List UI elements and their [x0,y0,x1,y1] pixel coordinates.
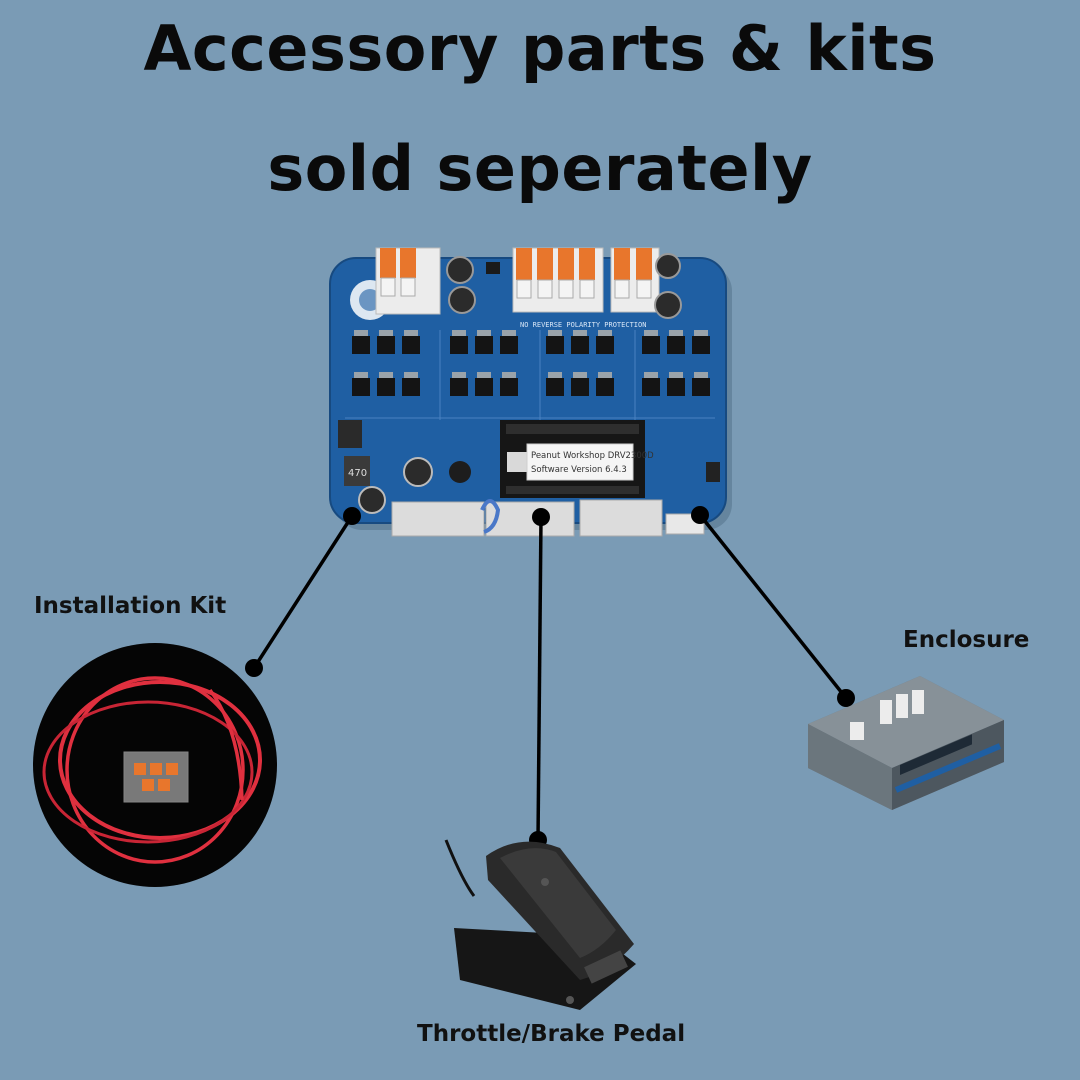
mosfet-array [352,330,710,396]
mosfet-tab [694,330,708,336]
bottom-connectors [391,499,705,537]
mosfet-tab [452,330,466,336]
mosfet [596,336,614,354]
sticker-line-1: Peanut Workshop DRV2300D [531,451,654,461]
mosfet [546,336,564,354]
mosfet-tab [694,372,708,378]
mosfet-tab [502,330,516,336]
mosfet-tab [477,330,491,336]
inductor-label: 470 [348,468,367,479]
label-pedal: Throttle/Brake Pedal [417,1021,686,1047]
mosfet [571,336,589,354]
terminal-block-left [375,247,441,315]
mosfet-tab [379,372,393,378]
mosfet [352,336,370,354]
mosfet [667,378,685,396]
mosfet-tab [477,372,491,378]
terminal-block-center [512,247,604,313]
mosfet-tab [669,330,683,336]
label-enclosure: Enclosure [903,627,1030,653]
mosfet [450,336,468,354]
mosfet [377,336,395,354]
mosfet [402,336,420,354]
mosfet-tab [502,372,516,378]
mosfet-tab [354,372,368,378]
mosfet-tab [644,372,658,378]
mosfet-tab [379,330,393,336]
mosfet [475,336,493,354]
controller-board: NO REVERSE POLARITY PROTECTION [329,247,732,537]
mosfet [596,378,614,396]
mosfet-tab [573,330,587,336]
mosfet [500,378,518,396]
capacitors-top [446,253,682,319]
mosfet [450,378,468,396]
mosfet-tab [452,372,466,378]
mosfet [377,378,395,396]
mosfet-tab [598,372,612,378]
power-components: 470 [338,420,720,514]
mosfet-tab [669,372,683,378]
mosfet [642,378,660,396]
label-installation-kit: Installation Kit [34,593,227,619]
mosfet [546,378,564,396]
mosfet [500,336,518,354]
mosfet [402,378,420,396]
enclosure-image [808,676,1004,810]
mosfet [475,378,493,396]
terminal-block-right [610,247,660,313]
sticker-line-2: Software Version 6.4.3 [531,465,627,475]
installation-kit-image [33,643,277,887]
mosfet-tab [404,372,418,378]
mosfet-tab [404,330,418,336]
mosfet-tab [354,330,368,336]
callout-lines [245,506,855,849]
title-line-1: Accessory parts & kits [143,12,937,85]
mosfet [692,336,710,354]
mosfet-tab [644,330,658,336]
mosfet [642,336,660,354]
mosfet [692,378,710,396]
polarity-warning: NO REVERSE POLARITY PROTECTION [520,321,646,329]
mosfet [667,336,685,354]
mosfet-tab [548,372,562,378]
mosfet-tab [573,372,587,378]
mosfet [571,378,589,396]
pedal-image [444,839,636,1010]
mosfet-tab [598,330,612,336]
title-line-2: sold seperately [267,132,813,205]
mcu-module: Peanut Workshop DRV2300D Software Versio… [500,420,654,498]
mosfet-tab [548,330,562,336]
mosfet [352,378,370,396]
